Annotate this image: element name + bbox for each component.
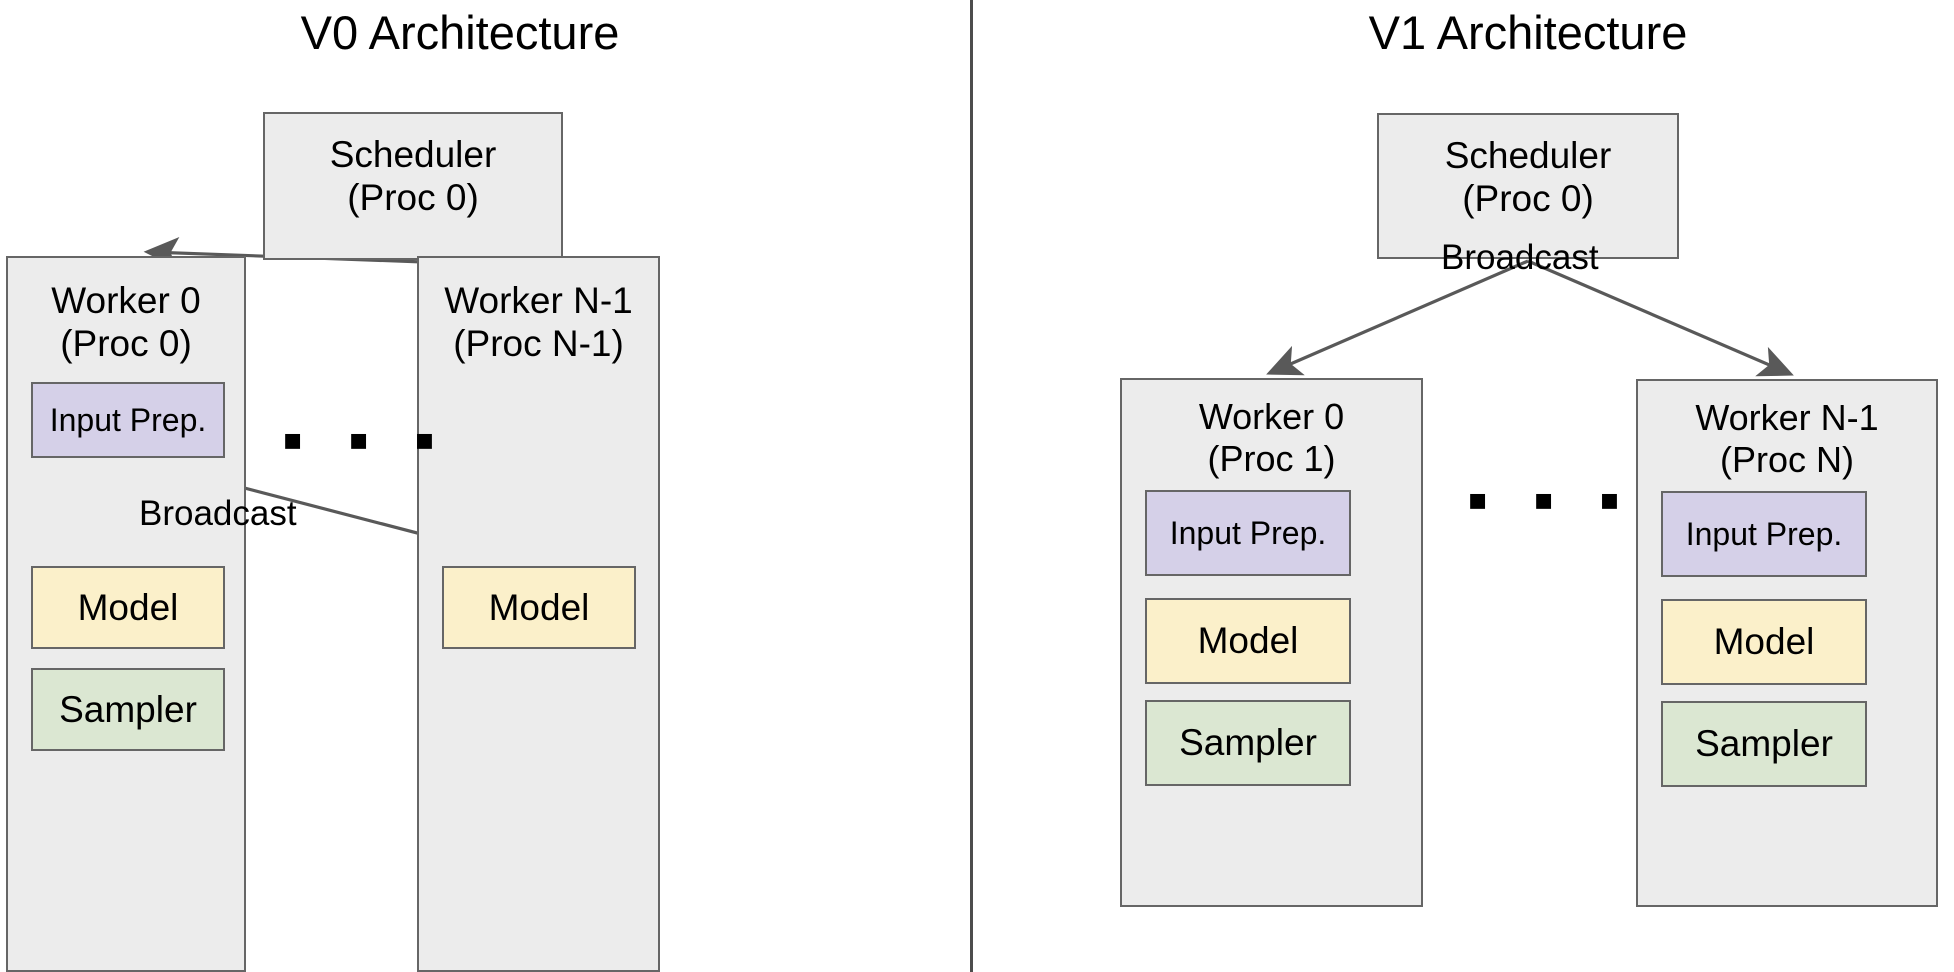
- v1-ellipsis: ▪ ▪ ▪: [1467, 466, 1635, 533]
- v0-worker-0-box[interactable]: Worker 0 (Proc 0) Input Prep. Model Samp…: [6, 256, 246, 972]
- v0-worker-n-label: Worker N-1 (Proc N-1): [444, 280, 633, 365]
- v0-worker-0-model[interactable]: Model: [31, 566, 225, 649]
- v1-worker-0-sampler[interactable]: Sampler: [1145, 700, 1351, 786]
- v1-worker-n-input-prep-label: Input Prep.: [1685, 515, 1843, 552]
- v1-worker-n-label: Worker N-1 (Proc N): [1695, 397, 1879, 481]
- v1-worker-0-sampler-label: Sampler: [1179, 722, 1317, 763]
- v1-worker-0-input-prep[interactable]: Input Prep.: [1145, 490, 1351, 576]
- v1-worker-0-model-label: Model: [1197, 620, 1299, 661]
- v0-worker-0-sampler[interactable]: Sampler: [31, 668, 225, 751]
- v0-panel-title: V0 Architecture: [300, 6, 620, 59]
- v1-worker-n-box[interactable]: Worker N-1 (Proc N) Input Prep. Model Sa…: [1636, 379, 1938, 907]
- v1-worker-n-model-label: Model: [1713, 621, 1815, 662]
- v0-scheduler-label: Scheduler (Proc 0): [329, 134, 497, 219]
- panel-divider: [970, 0, 973, 972]
- v1-panel-title: V1 Architecture: [1368, 6, 1688, 59]
- v1-worker-n-sampler-label: Sampler: [1695, 723, 1833, 764]
- v0-worker-0-label: Worker 0 (Proc 0): [51, 280, 201, 365]
- v0-worker-0-input-prep[interactable]: Input Prep.: [31, 382, 225, 458]
- v0-worker-0-sampler-label: Sampler: [59, 688, 197, 730]
- v1-worker-n-sampler[interactable]: Sampler: [1661, 701, 1867, 787]
- v0-worker-n-model-label: Model: [488, 586, 590, 628]
- v1-worker-0-label: Worker 0 (Proc 1): [1198, 396, 1345, 480]
- v1-worker-0-input-prep-label: Input Prep.: [1169, 514, 1327, 551]
- v1-scheduler-box[interactable]: Scheduler (Proc 0): [1377, 113, 1679, 259]
- v1-scheduler-label: Scheduler (Proc 0): [1444, 135, 1612, 220]
- v0-ellipsis: ▪ ▪ ▪: [282, 406, 450, 473]
- v0-worker-0-model-label: Model: [77, 586, 179, 628]
- v0-worker-n-box[interactable]: Worker N-1 (Proc N-1) Model: [417, 256, 660, 972]
- v0-worker-0-input-prep-label: Input Prep.: [49, 401, 207, 438]
- v1-worker-n-input-prep[interactable]: Input Prep.: [1661, 491, 1867, 577]
- v0-scheduler-box[interactable]: Scheduler (Proc 0): [263, 112, 563, 260]
- v1-broadcast-label: Broadcast: [1441, 238, 1599, 277]
- v0-broadcast-label: Broadcast: [139, 494, 297, 533]
- v0-worker-n-model[interactable]: Model: [442, 566, 636, 649]
- v1-worker-0-box[interactable]: Worker 0 (Proc 1) Input Prep. Model Samp…: [1120, 378, 1423, 907]
- v1-worker-n-model[interactable]: Model: [1661, 599, 1867, 685]
- v1-worker-0-model[interactable]: Model: [1145, 598, 1351, 684]
